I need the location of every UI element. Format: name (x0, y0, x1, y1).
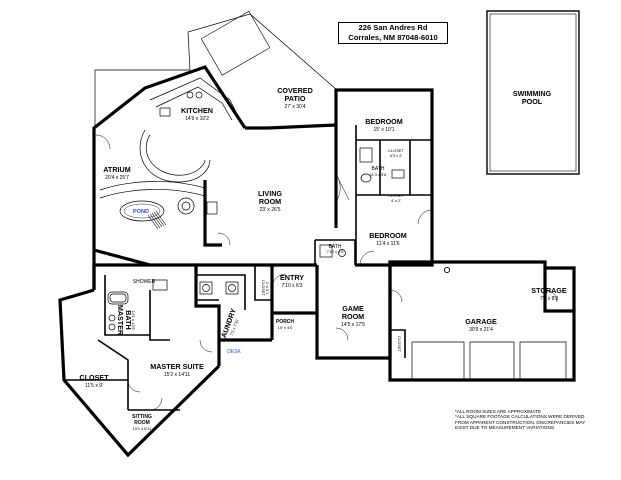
porch-label: PORCH (276, 319, 294, 325)
living-room-dims: 23' x 26'5 (259, 207, 280, 213)
interior-walls (64, 125, 432, 411)
bath2-dims: 7'10 x 4'5 (327, 249, 345, 254)
closet4-label: CLOSET (397, 336, 402, 353)
kitchen-fixtures (139, 77, 241, 183)
closet3-dims: 2' x 6'1 (265, 282, 270, 295)
desk-label: DESK (227, 349, 241, 355)
living-room-label-2: ROOM (259, 197, 281, 206)
sitting-room-label-1: SITTING (132, 414, 152, 420)
kitchen-dims: 14'9 x 10'2 (185, 116, 209, 122)
address-line2: Corrales, NM 87048-6010 (348, 33, 438, 42)
laundry-dims: 7'3 x 7'10 (229, 318, 240, 336)
closet2-label: CLOSET (388, 193, 405, 198)
garage-dims: 30'9 x 21'4 (469, 327, 493, 333)
address-line1: 226 San Andres Rd (358, 23, 428, 32)
address-box: 226 San Andres Rd Corrales, NM 87048-601… (338, 22, 448, 44)
measurement-notes: *ALL ROOM SIZES ARE APPROXIMATE *ALL SQU… (455, 409, 615, 431)
bath1-dims: 11'4 x 5'6 (370, 172, 387, 177)
pool-label-1: SWIMMING (513, 89, 552, 98)
bedroom1-label: BEDROOM (365, 117, 403, 126)
porch-dims: 10' x 4'6 (278, 325, 293, 330)
covered-patio-label-2: PATIO (285, 94, 306, 103)
closet1-label: CLOSET (388, 148, 405, 153)
note-line: *ALL ROOM SIZES ARE APPROXIMATE (455, 409, 541, 414)
game-room-label-2: ROOM (342, 312, 364, 321)
pond-label: POND (133, 209, 149, 215)
plumbing-fixtures (107, 147, 405, 331)
storage-dims: 7'8 x 8'8 (540, 296, 559, 302)
entry-label: ENTRY (280, 273, 304, 282)
closet3-label: CLOSET (261, 280, 266, 297)
note-line: EXIST DUE TO MEASUREMENT VARIATIONS (455, 425, 554, 431)
entry-dims: 7'10 x 6'3 (281, 283, 302, 289)
closet2-dims: 4' x 2' (391, 198, 401, 203)
kitchen-label: KITCHEN (181, 106, 213, 115)
bedroom2-dims: 11'4 x 11'6 (376, 241, 399, 247)
master-suite-dims: 15'2 x 14'11 (164, 372, 191, 378)
master-bath-dims: 14'1 x 13'6 (131, 310, 136, 330)
swimming-pool (486, 10, 580, 175)
game-room-label-1: GAME (342, 304, 364, 313)
storage-label: STORAGE (531, 286, 567, 295)
atrium-features (99, 181, 218, 230)
master-bath-label-1: MASTER (116, 305, 125, 336)
closet1-dims: 4'3 x 2' (390, 153, 403, 158)
pool-label-2: POOL (522, 97, 543, 106)
bedroom2-label: BEDROOM (369, 231, 407, 240)
sitting-room-label-2: ROOM (134, 420, 150, 426)
master-bath-label-2: BATH (124, 310, 133, 329)
closet5-dims: 11'5 x 9' (85, 383, 103, 389)
shower-label: SHOWER (133, 279, 156, 285)
sitting-room-dims: 10'1 x 6'11 (133, 426, 153, 431)
game-room-dims: 14'5 x 17'5 (341, 322, 365, 328)
bath2-label: BATH (329, 244, 342, 250)
covered-patio-label-1: COVERED (277, 86, 313, 95)
covered-patio-outline (94, 10, 338, 129)
master-suite-label: MASTER SUITE (150, 362, 204, 371)
atrium-dims: 20'4 x 25'7 (105, 175, 129, 181)
living-room-label-1: LIVING (258, 189, 282, 198)
note-line: FROM APPARENT CONSTRUCTION. DISCREPANCIE… (455, 419, 586, 425)
bedroom1-dims: 15' x 10'1 (373, 127, 394, 133)
bath1-label: BATH (372, 166, 385, 172)
note-line: *ALL SQUARE FOOTAGE CALCULATIONS WERE DE… (455, 414, 585, 420)
garage-label: GARAGE (465, 317, 497, 326)
garage-doors (411, 266, 567, 380)
closet5-label: CLOSET (79, 373, 109, 382)
atrium-label: ATRIUM (103, 165, 130, 174)
covered-patio-dims: 27' x 30'4 (284, 104, 305, 110)
room-labels: KITCHEN 14'9 x 10'2 COVERED PATIO 27' x … (79, 86, 566, 431)
